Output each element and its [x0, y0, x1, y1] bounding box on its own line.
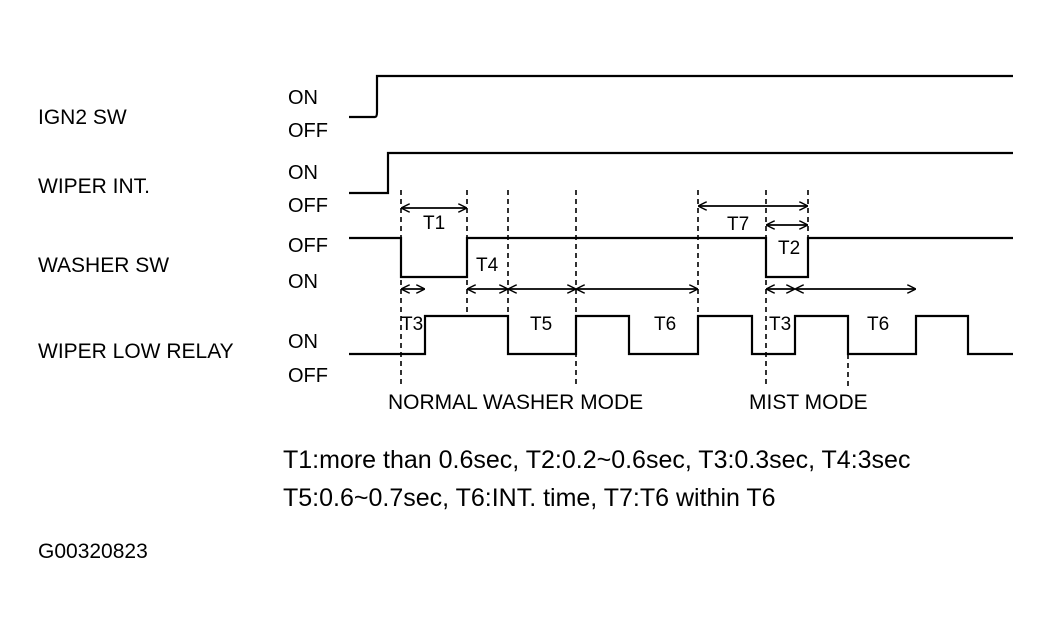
t1-label: T1 — [423, 213, 445, 234]
mist-mode-label: MIST MODE — [749, 391, 868, 414]
t2-label: T2 — [778, 238, 800, 259]
wiper-int-off-state: OFF — [288, 195, 328, 217]
timing-legend-line-1: T1:more than 0.6sec, T2:0.2~0.6sec, T3:0… — [283, 446, 910, 474]
t5-label: T5 — [530, 314, 552, 335]
wiper-low-off-state: OFF — [288, 365, 328, 387]
t4-label: T4 — [476, 255, 499, 276]
normal-washer-mode-label: NORMAL WASHER MODE — [388, 391, 643, 414]
t3-label-right: T3 — [769, 314, 791, 335]
figure-code: G00320823 — [38, 540, 148, 563]
signal-label-washer-sw: WASHER SW — [38, 254, 169, 277]
ign2-on-state: ON — [288, 87, 318, 109]
wiper-int-on-state: ON — [288, 162, 318, 184]
timing-legend-line-2: T5:0.6~0.7sec, T6:INT. time, T7:T6 withi… — [283, 484, 776, 512]
signal-label-wiper-int: WIPER INT. — [38, 175, 150, 198]
t6-label: T6 — [654, 314, 676, 335]
wiper-int-waveform — [349, 151, 1013, 195]
washer-sw-waveform — [349, 236, 1013, 279]
t3-label-left: T3 — [401, 314, 423, 335]
ign2-waveform — [349, 74, 1013, 119]
wiper-low-on-state: ON — [288, 331, 318, 353]
washer-off-state: OFF — [288, 235, 328, 257]
t6-label-mist: T6 — [867, 314, 889, 335]
wiper-low-relay-waveform — [349, 314, 1013, 356]
signal-label-ign2: IGN2 SW — [38, 106, 127, 129]
signal-label-wiper-low-relay: WIPER LOW RELAY — [38, 340, 234, 363]
t7-label: T7 — [727, 214, 749, 235]
washer-on-state: ON — [288, 271, 318, 293]
ign2-off-state: OFF — [288, 120, 328, 142]
